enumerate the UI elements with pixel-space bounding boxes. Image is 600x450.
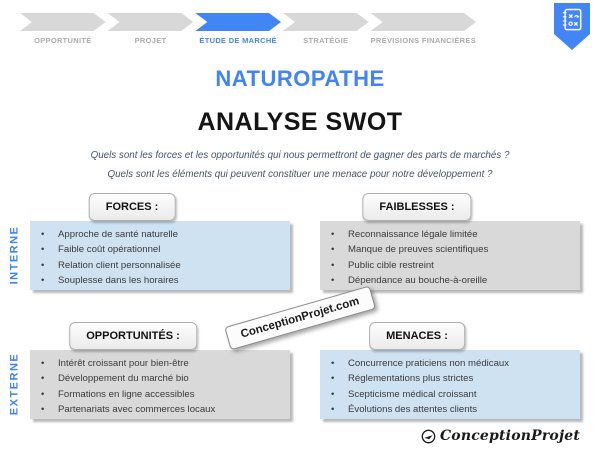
- list-item: Souplesse dans les horaires: [30, 273, 284, 289]
- list-item: Formations en ligne accessibles: [30, 387, 284, 403]
- list-item: Approche de santé naturelle: [30, 227, 284, 243]
- list-item: Partenariats avec commerces locaux: [30, 402, 284, 418]
- list-item: Développement du marché bio: [30, 371, 284, 387]
- opportunites-list: Intérêt croissant pour bien-être Dévelop…: [30, 350, 290, 417]
- list-item: Reconnaissance légale limitée: [320, 227, 574, 243]
- chevron-shape: [20, 13, 106, 31]
- chevron-shape: [283, 13, 369, 31]
- step-label: OPPORTUNITÉ: [34, 36, 92, 45]
- forces-list: Approche de santé naturelle Faible coût …: [30, 221, 290, 288]
- list-item: Réglementations plus strictes: [320, 371, 574, 387]
- list-item: Relation client personnalisée: [30, 258, 284, 274]
- list-item: Dépendance au bouche-à-oreille: [320, 273, 574, 289]
- menaces-header: MENACES :: [369, 322, 465, 350]
- chevron-shape: [371, 13, 476, 31]
- step-projet[interactable]: PROJET: [108, 13, 194, 45]
- chevron-shape: [195, 13, 281, 31]
- process-stepper: OPPORTUNITÉ PROJET ÉTUDE DE MARCHÉ STRAT…: [20, 13, 476, 45]
- step-label: PROJET: [134, 36, 167, 45]
- list-item: Scepticisme médical croissant: [320, 387, 574, 403]
- list-item: Évolutions des attentes clients: [320, 402, 574, 418]
- slide-subtitle: ANALYSE SWOT: [197, 108, 403, 136]
- faiblesses-header: FAIBLESSES :: [362, 193, 472, 221]
- faiblesses-list: Reconnaissance légale limitée Manque de …: [320, 221, 580, 288]
- step-strategie[interactable]: STRATÉGIE: [283, 13, 369, 45]
- forces-panel: Approche de santé naturelle Faible coût …: [30, 221, 290, 290]
- row-label-interne: INTERNE: [8, 225, 21, 285]
- menaces-panel: Concurrence praticiens non médicaux Régl…: [320, 350, 580, 419]
- step-previsions-financieres[interactable]: PRÉVISIONS FINANCIÈRES: [370, 13, 476, 45]
- question-line-2: Quels sont les éléments qui peuvent cons…: [107, 168, 493, 180]
- brand-name: ConceptionProjet: [439, 428, 580, 444]
- list-item: Faible coût opérationnel: [30, 242, 284, 258]
- step-label: ÉTUDE DE MARCHÉ: [199, 36, 277, 45]
- step-opportunite[interactable]: OPPORTUNITÉ: [20, 13, 106, 45]
- step-etude-de-marche[interactable]: ÉTUDE DE MARCHÉ: [195, 13, 281, 45]
- list-item: Concurrence praticiens non médicaux: [320, 356, 574, 372]
- forces-header: FORCES :: [88, 193, 176, 221]
- brand-logo: ConceptionProjet: [421, 428, 580, 444]
- step-label: PRÉVISIONS FINANCIÈRES: [370, 36, 476, 45]
- list-item: Public cible restreint: [320, 258, 574, 274]
- question-line-1: Quels sont les forces et les opportunité…: [90, 150, 510, 161]
- page-title: NATUROPATHE: [215, 66, 385, 91]
- faiblesses-panel: Reconnaissance légale limitée Manque de …: [320, 221, 580, 290]
- step-label: STRATÉGIE: [303, 36, 349, 45]
- opportunites-header: OPPORTUNITÉS :: [69, 322, 197, 350]
- row-label-externe: EXTERNE: [8, 352, 21, 416]
- watermark-stamp: ConceptionProjet.com: [224, 285, 376, 351]
- chevron-shape: [108, 13, 194, 31]
- intro-questions: Quels sont les forces et les opportunité…: [0, 147, 600, 184]
- list-item: Manque de preuves scientifiques: [320, 242, 574, 258]
- list-item: Intérêt croissant pour bien-être: [30, 356, 284, 372]
- strategy-notebook-icon: [554, 3, 590, 50]
- menaces-list: Concurrence praticiens non médicaux Régl…: [320, 350, 580, 417]
- opportunites-panel: Intérêt croissant pour bien-être Dévelop…: [30, 350, 290, 419]
- brand-circle-icon: [421, 429, 436, 443]
